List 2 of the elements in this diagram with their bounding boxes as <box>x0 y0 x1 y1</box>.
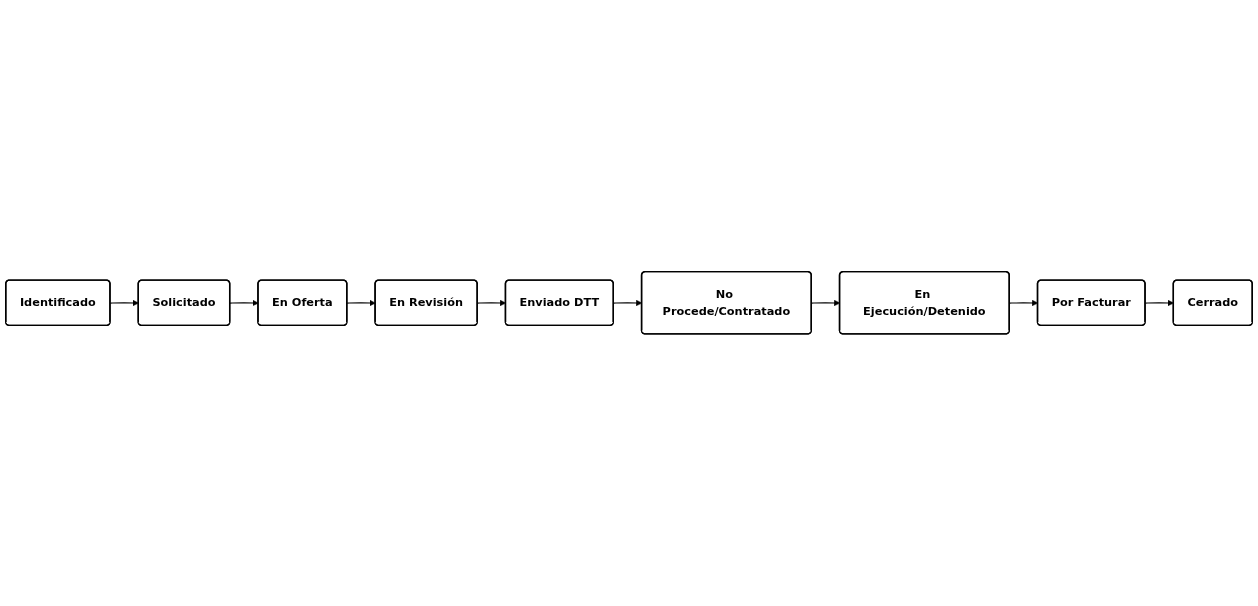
arrow <box>346 300 376 307</box>
arrow <box>109 300 139 307</box>
